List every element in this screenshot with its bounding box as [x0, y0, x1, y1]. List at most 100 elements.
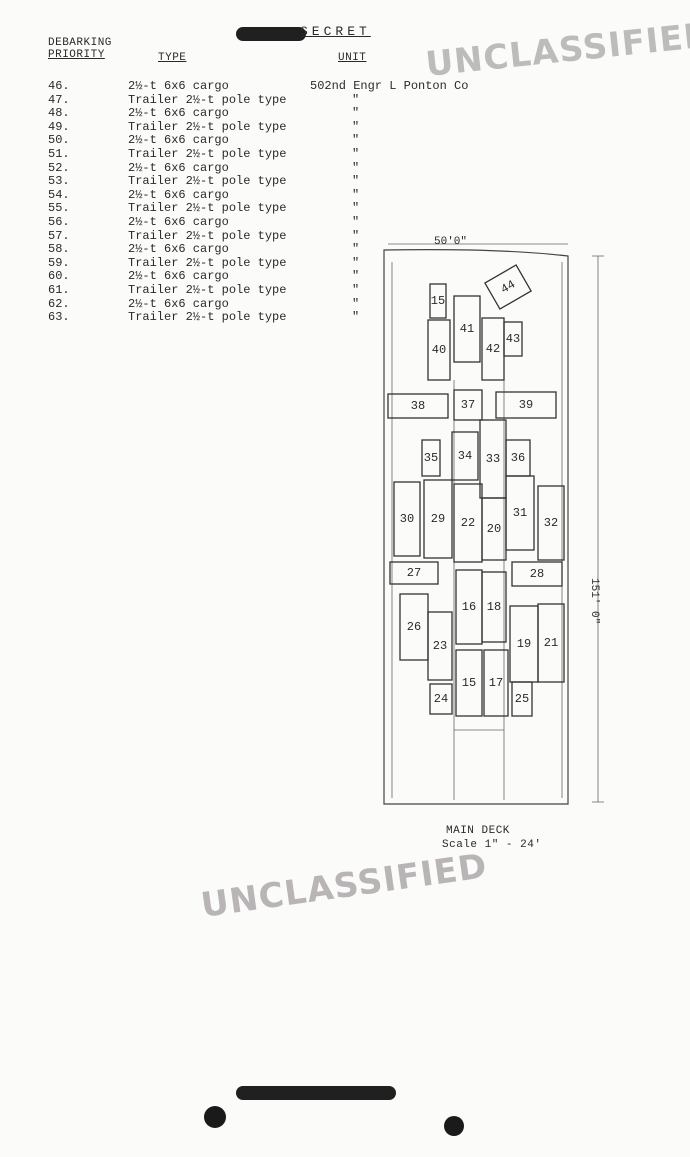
vehicle-number: 19	[517, 637, 531, 651]
priority-header-line2: PRIORITY	[48, 49, 105, 61]
vehicle-outline	[421, 439, 441, 477]
priority-header-line1: DEBARKING	[48, 37, 112, 49]
vehicle-box: 36	[505, 439, 531, 477]
vehicle-box: 34	[451, 431, 479, 481]
vehicle-box: 15	[429, 283, 447, 319]
row-unit: "	[352, 174, 360, 189]
vehicle-box: 29	[423, 479, 453, 559]
deck-caption-title: MAIN DECK	[446, 825, 510, 837]
row-type: Trailer 2½-t pole type	[128, 119, 287, 134]
row-unit: "	[352, 310, 360, 325]
vehicle-outline	[453, 389, 483, 421]
vehicle-number: 41	[460, 322, 474, 336]
vehicle-outline	[537, 485, 565, 561]
vehicle-number: 35	[424, 451, 438, 465]
row-type: 2½-t 6x6 cargo	[128, 106, 229, 121]
row-unit: "	[352, 296, 360, 311]
row-priority: 58.	[48, 242, 70, 257]
row-priority: 46.	[48, 79, 70, 93]
vehicle-box: 17	[483, 649, 509, 717]
row-type: Trailer 2½-t pole type	[128, 283, 287, 297]
vehicle-box: 31	[505, 475, 535, 551]
vehicle-outline	[484, 264, 532, 310]
vehicle-outline	[429, 283, 447, 319]
type-header: TYPE	[158, 52, 187, 64]
row-type: 2½-t 6x6 cargo	[128, 269, 229, 284]
vehicle-number: 31	[513, 506, 527, 520]
vehicle-number: 44	[498, 277, 517, 296]
row-unit: "	[352, 160, 360, 175]
vehicle-number: 43	[506, 332, 520, 346]
vehicle-box: 37	[453, 389, 483, 421]
row-priority: 63.	[48, 310, 70, 325]
vehicle-outline	[505, 475, 535, 551]
row-unit: "	[352, 255, 360, 270]
row-priority: 62.	[48, 296, 70, 311]
vehicle-number: 15	[462, 676, 476, 690]
vehicle-number: 32	[544, 516, 558, 530]
row-priority: 55.	[48, 201, 70, 216]
vehicle-box: 41	[453, 295, 481, 363]
vehicle-number: 40	[432, 343, 446, 357]
vehicle-number: 24	[434, 692, 448, 706]
vehicle-outline	[511, 681, 533, 717]
vehicle-number: 25	[515, 692, 529, 706]
vehicle-outline	[481, 571, 507, 643]
row-unit: "	[352, 187, 360, 202]
vehicle-box: 44	[484, 264, 532, 310]
row-priority: 51.	[48, 147, 70, 161]
vehicle-number: 17	[489, 676, 503, 690]
row-priority: 60.	[48, 269, 70, 284]
vehicle-box: 43	[503, 321, 523, 357]
vehicle-outline	[453, 295, 481, 363]
row-type: 2½-t 6x6 cargo	[128, 242, 229, 257]
vehicle-number: 42	[486, 342, 500, 356]
row-priority: 57.	[48, 228, 70, 243]
vehicle-outline	[455, 649, 483, 717]
vehicle-number: 22	[461, 516, 475, 530]
vehicle-outline	[427, 611, 453, 681]
row-unit: "	[352, 147, 360, 161]
deck-caption-scale: Scale 1" - 24'	[442, 839, 542, 851]
row-type: 2½-t 6x6 cargo	[128, 160, 229, 175]
row-type: Trailer 2½-t pole type	[128, 228, 287, 243]
vehicle-box: 30	[393, 481, 421, 557]
vehicle-box: 16	[455, 569, 483, 645]
row-priority: 56.	[48, 215, 70, 229]
deck-outline	[383, 249, 569, 805]
vehicle-box: 25	[511, 681, 533, 717]
row-priority: 53.	[48, 174, 70, 189]
vehicle-number: 37	[461, 398, 475, 412]
vehicle-outline	[503, 321, 523, 357]
length-dimension-label: 151' 0"	[588, 578, 600, 624]
punch-hole-right	[444, 1116, 464, 1136]
vehicle-box: 42	[481, 317, 505, 381]
redaction-mark-bottom	[236, 1086, 396, 1100]
vehicle-box: 40	[427, 319, 451, 381]
row-type: 2½-t 6x6 cargo	[128, 79, 229, 93]
vehicle-outline	[537, 603, 565, 683]
vehicle-number: 23	[433, 639, 447, 653]
row-unit: "	[352, 106, 360, 121]
row-unit: "	[352, 119, 360, 134]
vehicle-outline	[495, 391, 557, 419]
vehicle-box: 35	[421, 439, 441, 477]
row-priority: 48.	[48, 106, 70, 121]
row-type: 2½-t 6x6 cargo	[128, 187, 229, 202]
vehicle-number: 33	[486, 452, 500, 466]
vehicle-number: 38	[411, 399, 425, 413]
row-type: Trailer 2½-t pole type	[128, 310, 287, 325]
vehicle-number: 36	[511, 451, 525, 465]
row-type: 2½-t 6x6 cargo	[128, 296, 229, 311]
classification-title: SECRET	[300, 24, 371, 39]
row-unit: "	[352, 133, 360, 148]
row-unit: "	[352, 92, 360, 107]
row-priority: 47.	[48, 92, 70, 107]
vehicle-outline	[429, 683, 453, 715]
vehicle-box: 23	[427, 611, 453, 681]
row-unit: 502nd Engr L Ponton Co	[310, 79, 469, 93]
redaction-mark-top	[236, 27, 306, 41]
vehicle-box: 15	[455, 649, 483, 717]
vehicle-number: 27	[407, 566, 421, 580]
